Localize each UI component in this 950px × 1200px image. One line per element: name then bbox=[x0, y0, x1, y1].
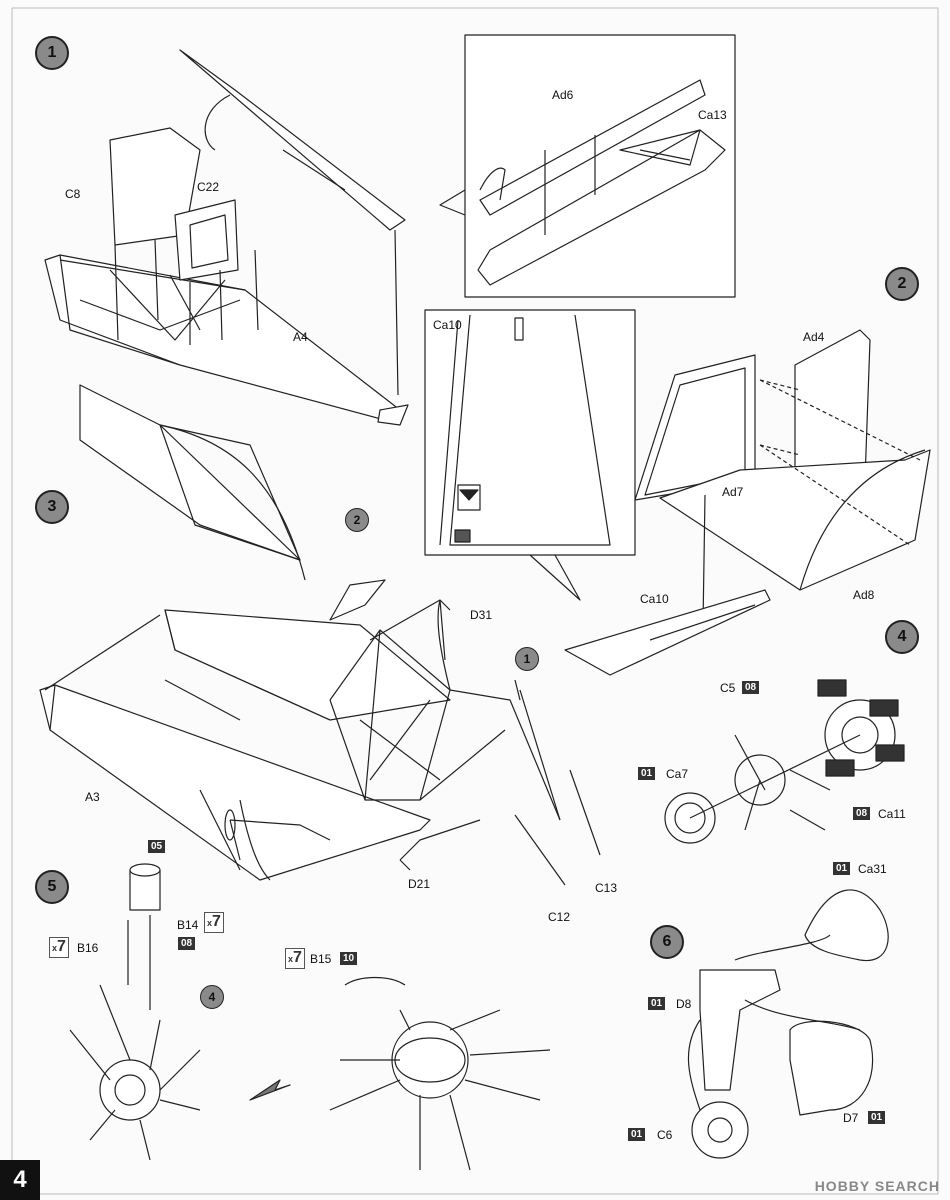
step-6-marker: 6 bbox=[650, 925, 684, 959]
paint-c6: 01 bbox=[628, 1128, 646, 1141]
part-a3: A3 bbox=[85, 790, 100, 804]
part-b14: B14 bbox=[177, 918, 199, 932]
step-5-marker: 5 bbox=[35, 870, 69, 904]
part-d31: D31 bbox=[470, 608, 493, 622]
paint-d7: 01 bbox=[868, 1111, 886, 1124]
multiplier-b16: x7 bbox=[49, 937, 69, 958]
inset-ca10 bbox=[439, 314, 611, 546]
ref-step-2: 2 bbox=[345, 508, 369, 532]
inset-ad6-ca13 bbox=[477, 79, 726, 286]
part-c8: C8 bbox=[65, 187, 81, 201]
paint-c5: 08 bbox=[742, 681, 760, 694]
paint-b14-bottom: 08 bbox=[178, 937, 196, 950]
paint-b15: 10 bbox=[340, 952, 358, 965]
step-4-marker: 4 bbox=[885, 620, 919, 654]
page-number: 4 bbox=[0, 1160, 40, 1200]
part-ca11: Ca11 bbox=[878, 807, 906, 821]
part-ca13: Ca13 bbox=[698, 108, 727, 122]
part-d21: D21 bbox=[408, 877, 431, 891]
part-ad6: Ad6 bbox=[552, 88, 574, 102]
step4-engine bbox=[664, 679, 905, 844]
part-a4: A4 bbox=[293, 330, 308, 344]
step-1-marker: 1 bbox=[35, 36, 69, 70]
paint-d8: 01 bbox=[648, 997, 666, 1010]
step6-cowling bbox=[687, 889, 889, 1159]
part-b16: B16 bbox=[77, 941, 99, 955]
multiplier-b14: x7 bbox=[204, 912, 224, 933]
part-ca31: Ca31 bbox=[858, 862, 887, 876]
part-ad4: Ad4 bbox=[803, 330, 825, 344]
ref-step-4: 4 bbox=[200, 985, 224, 1009]
step3-fuselage bbox=[39, 384, 601, 886]
part-c5: C5 bbox=[720, 681, 736, 695]
paint-b14-top: 05 bbox=[148, 840, 166, 853]
part-ca7: Ca7 bbox=[666, 767, 689, 781]
part-c13: C13 bbox=[595, 881, 618, 895]
paint-ca11: 08 bbox=[853, 807, 871, 820]
part-c12: C12 bbox=[548, 910, 571, 924]
ref-step-1: 1 bbox=[515, 647, 539, 671]
watermark-hobby-search: HOBBY SEARCH bbox=[814, 1178, 940, 1194]
part-ad7: Ad7 bbox=[722, 485, 744, 499]
part-ca10-inset: Ca10 bbox=[433, 318, 462, 332]
step1-fuselage-tail bbox=[44, 49, 409, 426]
step-3-marker: 3 bbox=[35, 490, 69, 524]
part-c22: C22 bbox=[197, 180, 220, 194]
part-b15: B15 bbox=[310, 952, 332, 966]
part-d8: D8 bbox=[676, 997, 692, 1011]
part-ca10: Ca10 bbox=[640, 592, 669, 606]
multiplier-b15: x7 bbox=[285, 948, 305, 969]
step2-rudder bbox=[634, 329, 931, 626]
step5-engine bbox=[69, 863, 551, 1171]
paint-ca7: 01 bbox=[638, 767, 656, 780]
part-ad8: Ad8 bbox=[853, 588, 875, 602]
part-c6: C6 bbox=[657, 1128, 673, 1142]
paint-ca31: 01 bbox=[833, 862, 851, 875]
step-2-marker: 2 bbox=[885, 267, 919, 301]
part-d7: D7 bbox=[843, 1111, 859, 1125]
